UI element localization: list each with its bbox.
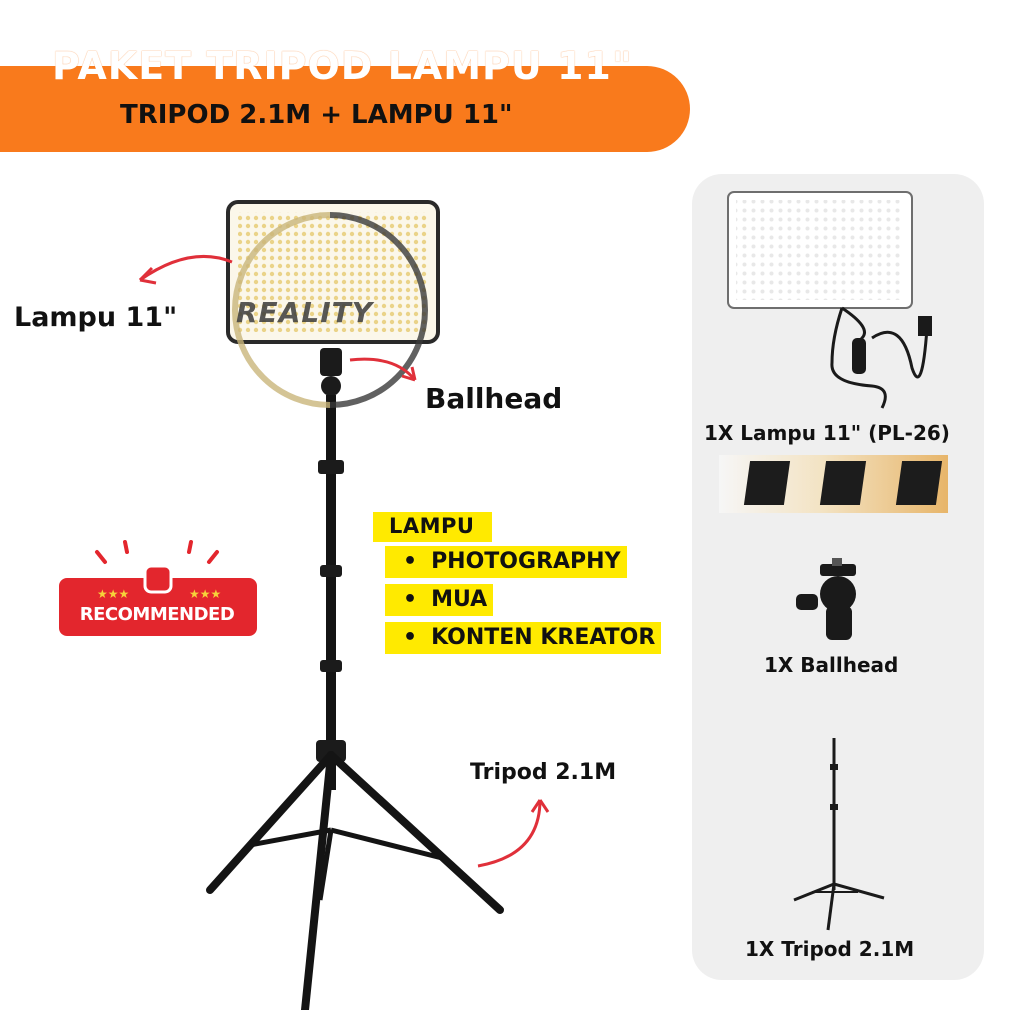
- watermark-ring-gold: [232, 212, 331, 408]
- tripod-callout: Tripod 2.1M: [470, 760, 617, 785]
- package-item-ballhead: 1X Ballhead: [764, 653, 899, 677]
- thumbs-up-icon: [143, 564, 173, 594]
- use-item: PHOTOGRAPHY: [385, 546, 627, 578]
- panel-cool-image: [743, 461, 791, 505]
- watermark-ring-dark: [329, 212, 428, 408]
- burst-lines: [95, 540, 219, 564]
- ballhead-callout: Ballhead: [425, 382, 563, 415]
- uses-heading: LAMPU: [373, 512, 493, 542]
- color-temperature-strip: [719, 455, 948, 513]
- recommended-badge: ★★★ ★★★: [59, 540, 257, 636]
- panel-ballhead-image: [796, 558, 856, 640]
- product-illustration: [206, 200, 504, 1010]
- tripod-image: [206, 751, 504, 1010]
- header-banner: [0, 66, 690, 152]
- panel-warm-image: [895, 461, 943, 505]
- panel-tripod-image: [793, 738, 885, 931]
- uses-list: LAMPU PHOTOGRAPHY MUA KONTEN KREATOR: [373, 512, 662, 654]
- ballhead-arrow: [349, 357, 417, 381]
- tripod-arrow: [477, 799, 542, 868]
- watermark-text: REALITY: [236, 296, 373, 329]
- panel-lamp-image: [727, 191, 932, 409]
- use-item: KONTEN KREATOR: [385, 622, 662, 654]
- badge-text: RECOMMENDED: [79, 604, 235, 625]
- svg-text:★★★: ★★★: [189, 587, 221, 601]
- led-dots: [238, 212, 428, 332]
- ballhead-image: [320, 348, 342, 376]
- package-item-tripod: 1X Tripod 2.1M: [745, 937, 915, 961]
- lamp-arrow: [139, 255, 233, 282]
- lamp-callout: Lampu 11": [14, 302, 178, 333]
- panel-neutral-image: [819, 461, 867, 505]
- package-item-lamp: 1X Lampu 11" (PL-26): [704, 421, 950, 445]
- use-item: MUA: [385, 584, 494, 616]
- banner-subtitle: TRIPOD 2.1M + LAMPU 11": [120, 100, 513, 130]
- banner-title: PAKET TRIPOD LAMPU 11": [52, 44, 633, 88]
- svg-text:★★★: ★★★: [97, 587, 129, 601]
